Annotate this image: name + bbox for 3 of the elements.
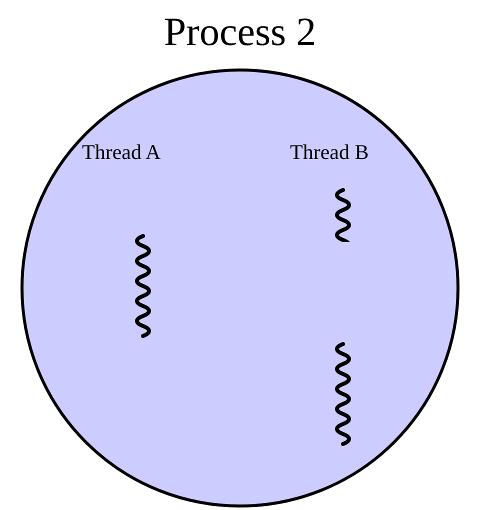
thread-label: Thread A (82, 140, 161, 165)
process-title: Process 2 (162, 8, 318, 55)
thread-label: Thread B (290, 140, 369, 165)
